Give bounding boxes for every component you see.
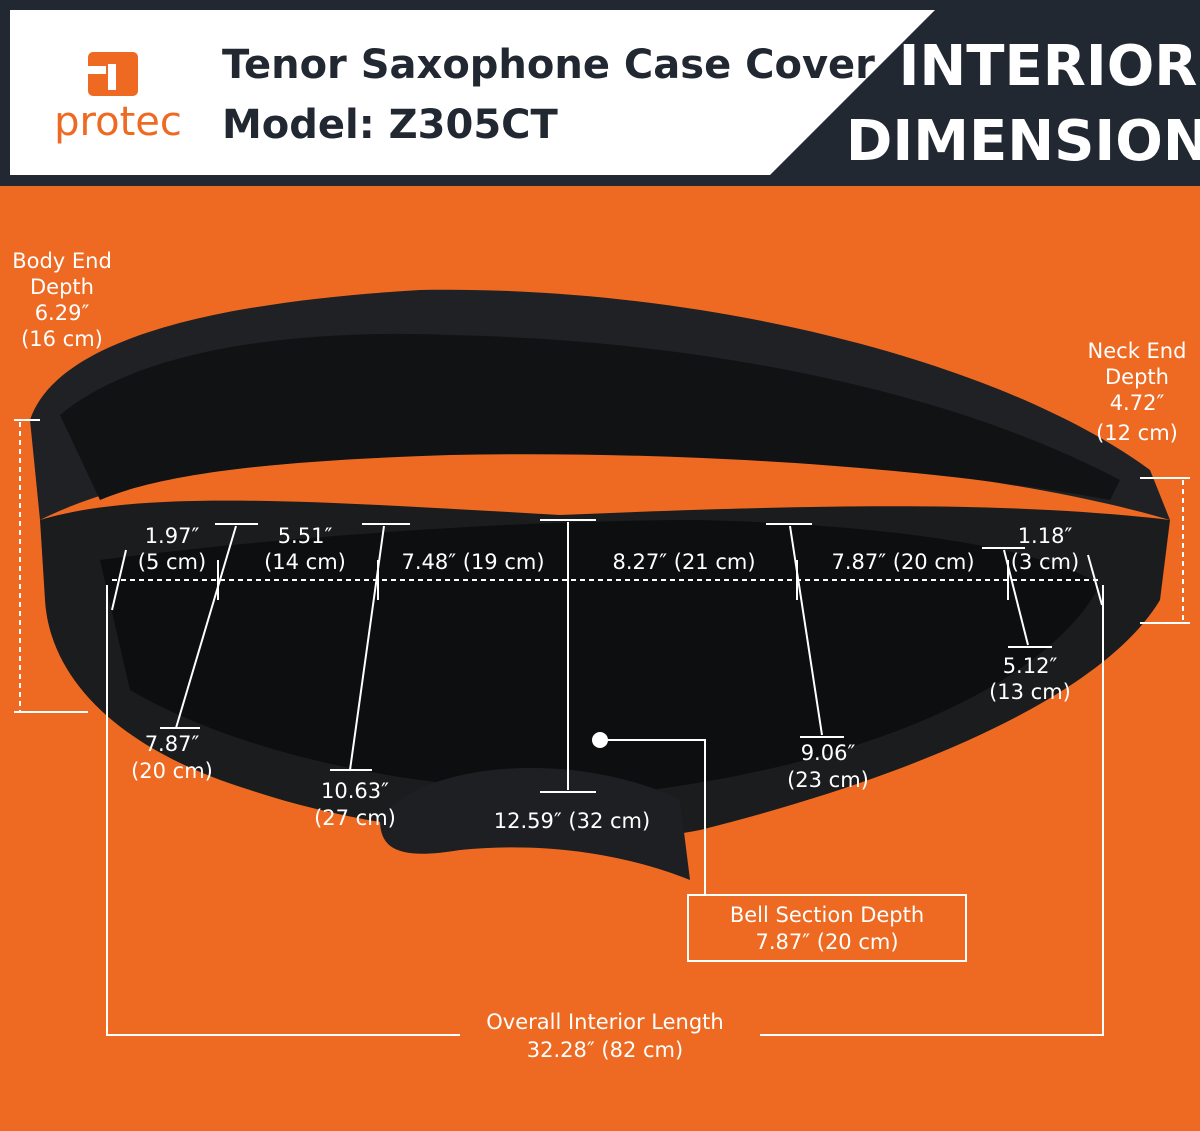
dimension-label: (13 cm) [989,680,1071,704]
badge-line2: DIMENSIONS [846,109,1200,174]
length-segments: 1.97″ (5 cm) 5.51″ (14 cm) 7.48″ (19 cm)… [111,524,1103,611]
dimension-label: (5 cm) [138,550,206,574]
dimension-label: (16 cm) [21,327,103,351]
dimension-label: (20 cm) [131,759,213,783]
dimension-label: Neck End [1088,339,1187,363]
body-end-depth: Body End Depth 6.29″ (16 cm) [12,249,112,713]
depth-measurements: 7.87″ (20 cm) 10.63″ (27 cm) 12.59″ (32 … [131,519,1071,833]
dimension-label: 5.12″ [1003,654,1058,678]
dimension-label: Depth [1105,365,1169,389]
dimension-label: (27 cm) [314,806,396,830]
dimension-label: 4.72″ [1110,391,1165,415]
dimension-label: 7.48″ (19 cm) [401,550,544,574]
dimension-label: Bell Section Depth [730,903,924,927]
dimension-label: 1.97″ [145,524,200,548]
brand-wordmark: protec [54,99,182,145]
dimension-label: 12.59″ (32 cm) [494,809,650,833]
dimension-label: (14 cm) [264,550,346,574]
dimension-label: 5.51″ [278,524,333,548]
dimension-label: Overall Interior Length [486,1010,723,1034]
dimension-label: 8.27″ (21 cm) [612,550,755,574]
dimension-label: 7.87″ [145,732,200,756]
dimension-label: (23 cm) [787,768,869,792]
dimension-label: Depth [30,275,94,299]
protec-logo: protec [54,52,182,145]
dimension-label: 1.18″ [1018,524,1073,548]
dimension-label: 10.63″ [321,779,389,803]
dimension-label: (12 cm) [1096,421,1178,445]
model-number: Model: Z305CT [222,102,559,148]
dimension-label: Body End [12,249,112,273]
case-photo [30,289,1170,880]
dimension-label: 7.87″ (20 cm) [831,550,974,574]
bell-section-callout: Bell Section Depth 7.87″ (20 cm) [592,732,967,962]
title-panel [10,10,935,175]
badge-line1: INTERIOR [899,34,1198,99]
neck-end-depth: Neck End Depth 4.72″ (12 cm) [1088,339,1190,624]
dimension-label: 7.87″ (20 cm) [755,930,898,954]
dimension-label: 9.06″ [801,741,856,765]
dimension-label: (3 cm) [1011,550,1079,574]
overall-length: Overall Interior Length 32.28″ (82 cm) [106,585,1104,1062]
dimension-label: 6.29″ [35,301,90,325]
product-title: Tenor Saxophone Case Cover [222,42,875,88]
dimension-label: 32.28″ (82 cm) [527,1038,683,1062]
